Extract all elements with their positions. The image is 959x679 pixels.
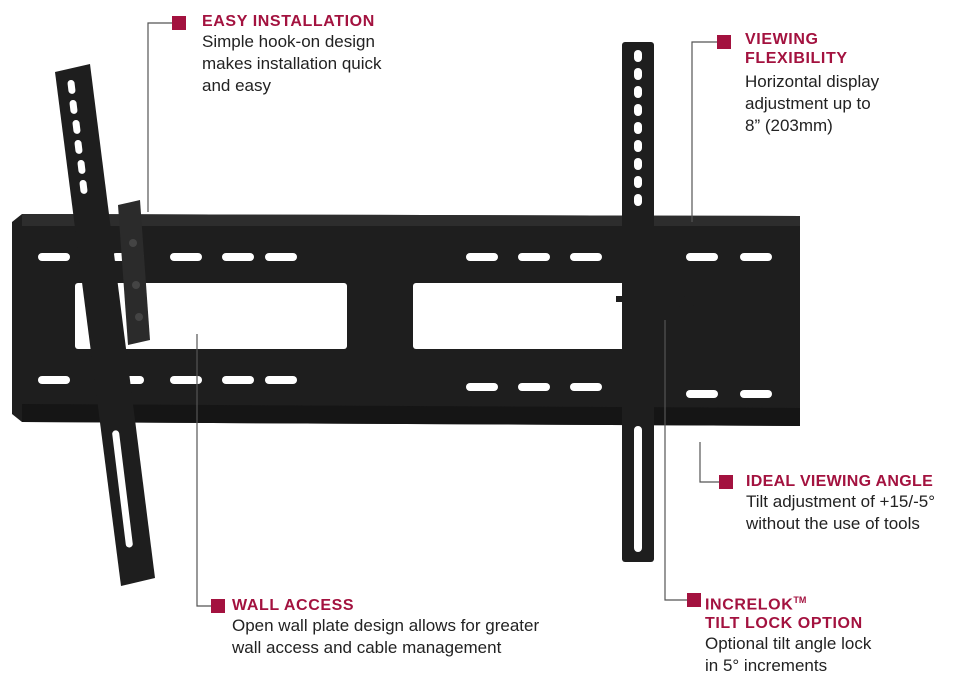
wall-access-line-2: wall access and cable management [232,638,502,657]
easy-installation-title: EASY INSTALLATION [202,13,375,30]
bottom-slots [38,376,772,398]
easy-installation-line-2: makes installation quick [202,54,382,73]
increlok-line-1: Optional tilt angle lock [705,634,872,654]
right-bracket-arm [622,42,654,562]
callout-ideal-viewing-angle: IDEAL VIEWING ANGLE Tilt adjustment of +… [746,472,957,535]
viewing-flexibility-line-2: adjustment up to [745,94,871,113]
viewing-flexibility-line-3: 8” (203mm) [745,116,833,135]
ideal-viewing-angle-title: IDEAL VIEWING ANGLE [746,473,934,490]
viewing-flexibility-title-1: VIEWING [745,31,819,48]
left-bracket-arm [55,64,155,586]
callout-leader-lines [147,22,720,607]
callout-easy-installation: EASY INSTALLATION Simple hook-on design … [202,12,452,97]
increlok-title-1: INCRELOKTM [705,591,925,614]
ideal-viewing-angle-line-1: Tilt adjustment of +15/-5° [746,492,936,511]
callout-viewing-flexibility: VIEWING FLEXIBILITY Horizontal display a… [745,30,950,137]
viewing-flexibility-title-2: FLEXIBILITY [745,50,848,67]
increlok-title-2: TILT LOCK OPTION [705,615,863,633]
callout-markers [172,16,733,613]
easy-installation-line-1: Simple hook-on design [202,32,375,51]
wall-access-line-1: Open wall plate design allows for greate… [232,616,540,635]
viewing-flexibility-line-1: Horizontal display [745,72,880,91]
increlok-name: INCRELOK [705,596,794,614]
callout-wall-access: WALL ACCESS Open wall plate design allow… [232,596,612,659]
callout-increlok: INCRELOKTM TILT LOCK OPTION Optional til… [705,591,925,677]
wall-access-title: WALL ACCESS [232,597,355,614]
increlok-line-2: in 5° increments [705,656,828,676]
ideal-viewing-angle-line-2: without the use of tools [746,514,920,533]
trademark-mark: TM [793,595,807,605]
easy-installation-line-3: and easy [202,76,271,95]
wall-plate-opening-right [413,283,649,349]
